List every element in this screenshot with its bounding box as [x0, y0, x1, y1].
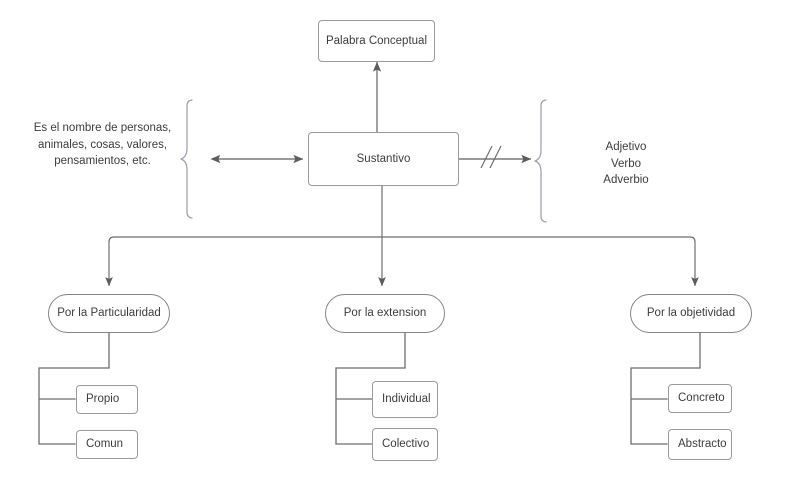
node-por-la-particularidad[interactable]: Por la Particularidad [48, 294, 170, 333]
text-otras-clases: Adjetivo Verbo Adverbio [603, 141, 649, 187]
connector-distribution-bar-right [382, 236, 699, 287]
text-definition: Es el nombre de personas, animales, cosa… [33, 122, 172, 168]
node-comun-label: Comun [86, 438, 124, 451]
node-palabra-conceptual-label: Palabra Conceptual [325, 34, 427, 47]
node-propio[interactable]: Propio [76, 385, 138, 414]
node-por-la-objetividad[interactable]: Por la objetividad [630, 294, 752, 333]
node-colectivo-label: Colectivo [382, 438, 430, 451]
node-individual-label: Individual [382, 393, 431, 406]
node-por-la-objetividad-label: Por la objetividad [646, 307, 736, 320]
node-individual[interactable]: Individual [372, 381, 438, 418]
node-concreto-label: Concreto [678, 392, 725, 405]
node-abstracto[interactable]: Abstracto [668, 429, 732, 460]
node-concreto[interactable]: Concreto [668, 384, 732, 413]
slash-mark-1-icon [480, 145, 493, 169]
node-colectivo[interactable]: Colectivo [372, 428, 438, 461]
node-por-la-extension-label: Por la extension [343, 307, 427, 320]
node-sustantivo[interactable]: Sustantivo [308, 132, 459, 186]
right-brace-icon [534, 99, 547, 223]
slash-mark-2-icon [489, 145, 502, 169]
node-por-la-particularidad-label: Por la Particularidad [57, 307, 161, 320]
node-abstracto-label: Abstracto [678, 438, 727, 451]
node-comun[interactable]: Comun [76, 430, 138, 459]
node-por-la-extension[interactable]: Por la extension [325, 294, 445, 333]
node-palabra-conceptual[interactable]: Palabra Conceptual [318, 20, 435, 62]
node-sustantivo-label: Sustantivo [356, 152, 411, 165]
connector-distribution-bar-left [105, 236, 382, 287]
node-propio-label: Propio [86, 393, 120, 406]
